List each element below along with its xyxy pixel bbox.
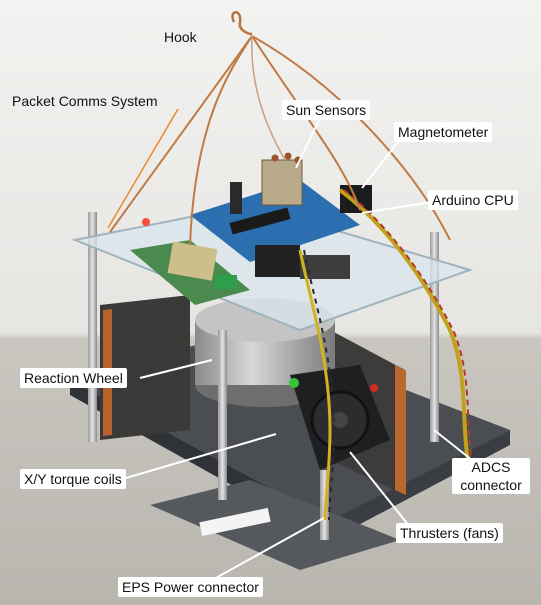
leader-sun-sensors — [295, 117, 321, 169]
label-packet-comms: Packet Comms System — [12, 93, 158, 109]
label-eps-power: EPS Power connector — [118, 577, 263, 597]
label-torque-coils: X/Y torque coils — [20, 469, 126, 489]
leader-thrusters — [349, 451, 411, 528]
label-adcs-line2: connector — [460, 477, 522, 493]
label-thrusters: Thrusters (fans) — [396, 523, 503, 543]
leader-packet-comms — [107, 108, 179, 229]
label-hook: Hook — [164, 29, 197, 45]
leader-adcs-connector — [433, 429, 473, 461]
label-arduino-cpu: Arduino CPU — [428, 190, 518, 210]
label-adcs-line1: ADCS — [471, 459, 511, 475]
label-adcs-connector: ADCS connector — [452, 458, 530, 494]
leader-reaction-wheel — [139, 359, 213, 379]
leader-torque-coils — [125, 433, 277, 479]
leader-arduino-cpu — [361, 201, 433, 214]
torque-coil-left — [100, 295, 190, 440]
label-reaction-wheel: Reaction Wheel — [20, 368, 127, 388]
leader-magnetometer — [361, 141, 399, 189]
label-sun-sensors: Sun Sensors — [282, 100, 371, 120]
hook — [231, 11, 253, 36]
label-magnetometer: Magnetometer — [394, 122, 493, 142]
leader-eps-power — [213, 517, 325, 580]
